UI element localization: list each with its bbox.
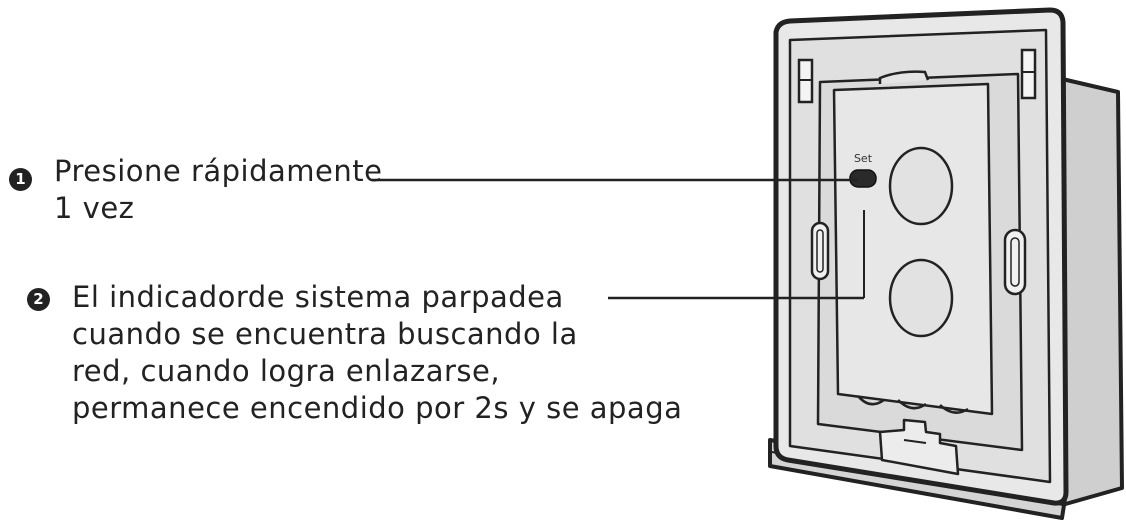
central-panel [832, 82, 994, 416]
step-1-line-1: Presione rápidamente [54, 154, 383, 188]
side-slot-right [1003, 228, 1027, 296]
step-1-line-2: 1 vez [54, 191, 135, 225]
step-1-number-badge: 1 [9, 168, 32, 191]
top-clip-right [1020, 48, 1037, 100]
screw-hole-bottom [888, 258, 954, 338]
step-2-line-4: permanece encendido por 2s y se apaga [72, 391, 683, 425]
set-button [849, 169, 877, 188]
bottom-connector [878, 418, 960, 476]
step-2-line-1: El indicadorde sistema parpadea [72, 280, 564, 314]
step-1-text: Presione rápidamente 1 vez [54, 153, 382, 227]
step-2-number-badge: 2 [27, 288, 50, 311]
step-2-line-2: cuando se encuentra buscando la [72, 317, 578, 351]
step-2-text: El indicadorde sistema parpadea cuando s… [72, 279, 682, 427]
side-slot-left [810, 221, 830, 281]
set-button-label: Set [854, 152, 873, 165]
step-2-line-3: red, cuando logra enlazarse, [72, 354, 501, 388]
screw-hole-top [888, 146, 954, 226]
